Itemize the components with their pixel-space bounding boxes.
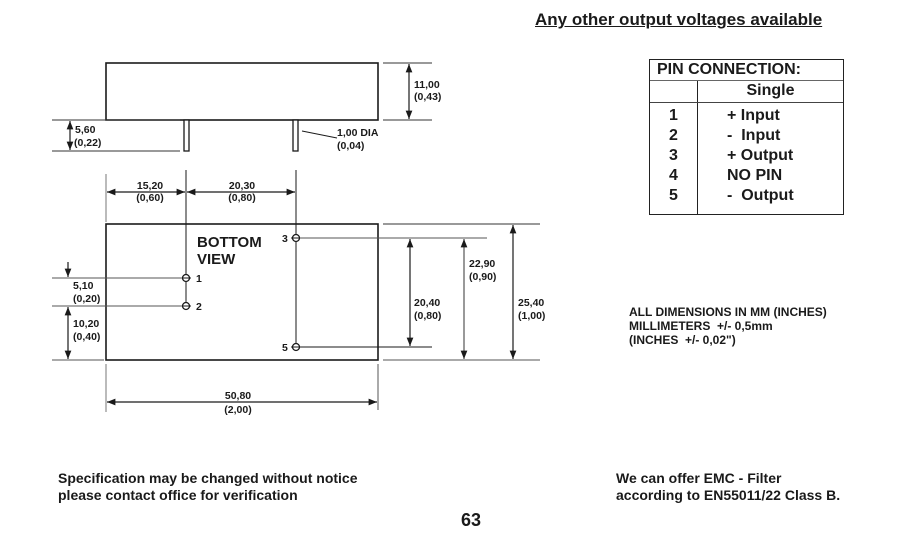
pin-table-title: PIN CONNECTION:	[650, 60, 843, 81]
pin-table-header-blank	[650, 81, 698, 102]
width-dim-inch: (1,00)	[518, 310, 545, 322]
emc-note-line-2: according to EN55011/22 Class B.	[616, 487, 841, 503]
bottom-view-title-line2: VIEW	[197, 251, 236, 268]
pin-table-body: 1 2 3 4 5 + Input - Input + Output NO PI…	[650, 103, 843, 214]
pin-5-marker	[291, 342, 301, 352]
pin-5-label: 5	[282, 342, 288, 354]
length-dim-mm: 50,80	[225, 390, 251, 402]
specification-note: Specification may be changed without not…	[58, 470, 358, 504]
pin-number: 2	[669, 127, 678, 144]
pin-2-marker	[181, 301, 191, 311]
pin-3-label: 3	[282, 233, 288, 245]
emc-note-line-1: We can offer EMC - Filter	[616, 470, 782, 486]
pin35-spacing-dim-inch: (0,80)	[414, 310, 441, 322]
tolerance-line-2: MILLIMETERS +/- 0,5mm	[629, 319, 773, 333]
tolerance-line-1: ALL DIMENSIONS IN MM (INCHES)	[629, 305, 827, 319]
pin-diameter-leader	[301, 130, 338, 139]
pin-1-label: 1	[196, 273, 202, 285]
pin3-edge-dim-inch: (0,90)	[469, 271, 496, 283]
pin-number: 1	[669, 107, 678, 124]
pin-spacing-dim-mm: 20,30	[229, 180, 255, 192]
side-view-pin-2	[292, 119, 299, 152]
pin-function: - Input	[727, 127, 781, 144]
pin3-edge-dim-mm: 22,90	[469, 258, 495, 270]
pin-offset-dim-inch: (0,60)	[136, 192, 163, 204]
tolerance-line-3: (INCHES +/- 0,02")	[629, 333, 736, 347]
width-dim-mm: 25,40	[518, 297, 544, 309]
pin-number-column: 1 2 3 4 5	[650, 103, 698, 214]
bottom-view: BOTTOM VIEW 1 2 3 5 5,10 (0,20)	[52, 223, 545, 416]
pin-connection-table: PIN CONNECTION: Single 1 2 3 4 5 + Input…	[649, 59, 844, 215]
spec-note-line-2: please contact office for verification	[58, 487, 298, 503]
pin12-spacing-dim-mm: 5,10	[73, 280, 94, 292]
headline-output-voltages: Any other output voltages available	[535, 10, 823, 29]
emc-filter-note: We can offer EMC - Filter according to E…	[616, 470, 840, 504]
pin-function: + Output	[727, 147, 794, 164]
page-number: 63	[461, 510, 482, 530]
pin12-spacing-dim-inch: (0,20)	[73, 293, 100, 305]
pin-diameter-dim-inch: (0,04)	[337, 140, 364, 152]
side-view: 11,00 (0,43) 5,60 (0,22) 1,00 DIA (0,04)…	[52, 62, 441, 348]
bottom-view-body	[105, 223, 379, 361]
pin-2-label: 2	[196, 301, 202, 313]
pin35-spacing-dim-mm: 20,40	[414, 297, 440, 309]
pin-diameter-dim-mm: 1,00 DIA	[337, 127, 379, 139]
pin-table-column-header: Single	[746, 82, 795, 99]
pin-function: - Output	[727, 187, 794, 204]
bottom-view-title-line1: BOTTOM	[197, 234, 262, 251]
height-dim-mm: 11,00	[414, 79, 440, 91]
pin-function-column: + Input - Input + Output NO PIN - Output	[698, 103, 843, 214]
pin-number: 3	[669, 147, 678, 164]
pin-length-dim-mm: 5,60	[75, 124, 96, 136]
pin-length-dim-inch: (0,22)	[74, 137, 101, 149]
tolerance-note: ALL DIMENSIONS IN MM (INCHES) MILLIMETER…	[629, 305, 827, 347]
pin-number: 4	[669, 167, 678, 184]
pin2-edge-dim-inch: (0,40)	[73, 331, 100, 343]
height-dim-inch: (0,43)	[414, 91, 441, 103]
side-view-body	[105, 62, 379, 121]
pin-offset-dim-mm: 15,20	[137, 180, 163, 192]
pin-3-marker	[291, 233, 301, 243]
pin-function: + Input	[727, 107, 780, 124]
pin-function: NO PIN	[727, 167, 783, 184]
pin-1-marker	[181, 273, 191, 283]
pin-table-header-row: Single	[650, 81, 843, 103]
pin-number: 5	[669, 187, 678, 204]
pin-spacing-dim-inch: (0,80)	[228, 192, 255, 204]
side-view-pin-1	[183, 119, 190, 152]
pin2-edge-dim-mm: 10,20	[73, 318, 99, 330]
spec-note-line-1: Specification may be changed without not…	[58, 470, 358, 486]
length-dim-inch: (2,00)	[224, 404, 251, 416]
